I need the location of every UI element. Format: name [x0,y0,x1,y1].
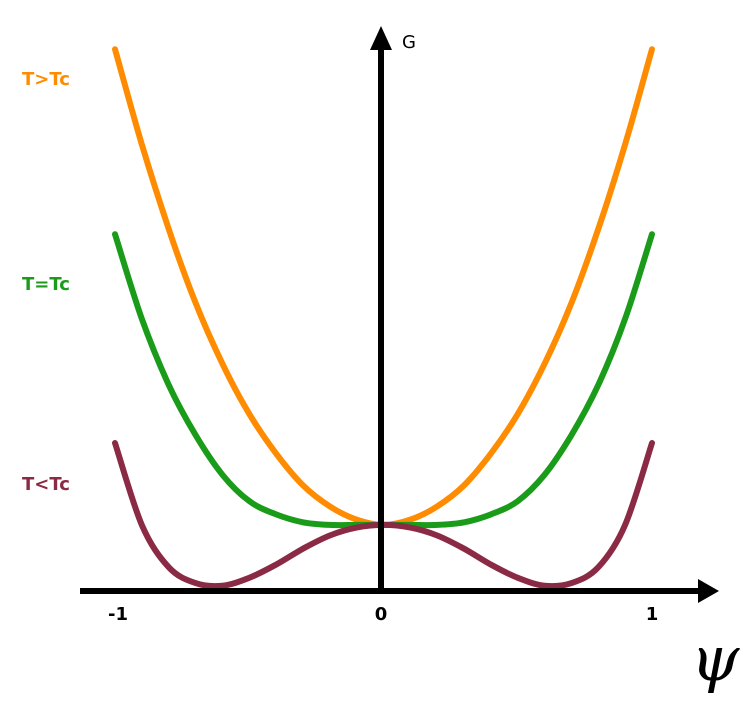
series-label-t-equals-tc: T=Tc [22,274,70,295]
y-axis-label: G [402,32,416,53]
x-tick-label-0: 0 [375,604,388,625]
x-tick-label-neg1: -1 [108,604,128,625]
y-axis-arrow-icon [370,26,392,50]
x-axis-arrow-icon [698,579,719,603]
x-tick-label-1: 1 [646,604,659,625]
series-label-t-above-tc: T>Tc [22,69,70,90]
series-label-t-below-tc: T<Tc [22,474,70,495]
x-axis-label: ψ [691,622,741,695]
